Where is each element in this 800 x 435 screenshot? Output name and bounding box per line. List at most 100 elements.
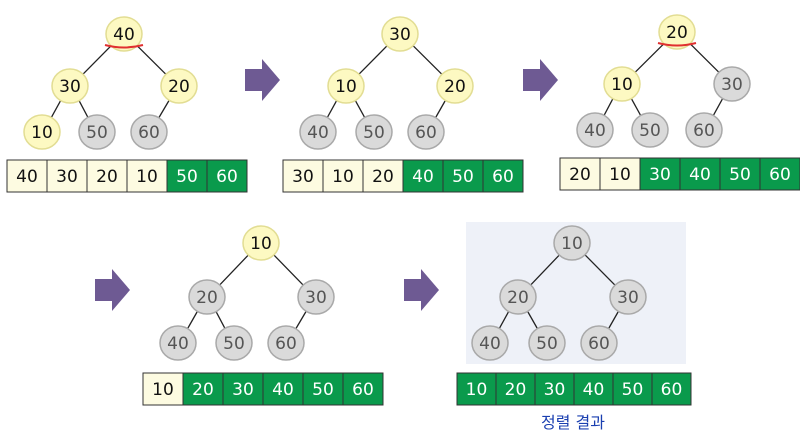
node-circle	[105, 16, 143, 52]
node-circle	[658, 14, 696, 50]
node-label: 20	[666, 23, 688, 43]
node-circle	[130, 114, 168, 150]
array-cell-value: 50	[176, 167, 198, 187]
node-label: 40	[479, 334, 501, 354]
node-circle	[381, 16, 419, 52]
array-cell-value: 10	[466, 380, 488, 400]
node-circle	[299, 114, 337, 150]
array-cell-value: 30	[649, 165, 671, 185]
tree-node: 60	[580, 325, 618, 361]
tree-edge	[354, 100, 366, 118]
array-cell	[362, 159, 404, 193]
array-cell-value: 40	[689, 165, 711, 185]
array-cell	[402, 159, 444, 193]
array-cell-value: 20	[372, 167, 394, 187]
tree-edge	[435, 100, 446, 118]
tree-edge	[712, 98, 724, 116]
node-circle	[685, 112, 723, 148]
tree-node: 20	[188, 279, 226, 315]
node-circle	[327, 68, 365, 104]
array-cell	[719, 157, 761, 191]
tree-node: 20	[657, 14, 697, 50]
array-cell	[612, 372, 653, 406]
array-cell	[559, 157, 601, 191]
array-cell-value: 50	[622, 380, 644, 400]
transition-arrow	[245, 59, 280, 101]
array-cell	[599, 157, 641, 191]
tree-edge	[295, 310, 307, 330]
tree-node: 30	[381, 16, 419, 52]
array-cell	[534, 372, 575, 406]
tree-node: 50	[631, 112, 669, 148]
node-label: 40	[113, 25, 135, 45]
array-cell-value: 60	[661, 380, 683, 400]
tree-node: 10	[23, 114, 61, 150]
tree-edge	[326, 100, 338, 118]
tree-node: 10	[242, 225, 280, 261]
node-label: 50	[223, 334, 245, 354]
transition-arrow	[404, 269, 439, 311]
node-label: 20	[196, 288, 218, 308]
tree-node: 60	[407, 114, 445, 150]
tree-node: 30	[51, 68, 89, 104]
node-circle	[215, 325, 253, 361]
node-label: 50	[363, 123, 385, 143]
node-label: 40	[584, 121, 606, 141]
array-cell-value: 40	[272, 380, 294, 400]
tree-edge	[584, 254, 616, 286]
node-label: 40	[307, 123, 329, 143]
node-label: 50	[639, 121, 661, 141]
tree-edge	[530, 254, 560, 286]
node-circle	[297, 279, 335, 315]
array-cell-value: 50	[312, 380, 334, 400]
tree-edge	[187, 311, 198, 329]
array-cell	[573, 372, 614, 406]
node-label: 10	[31, 123, 53, 143]
node-label: 30	[721, 75, 743, 95]
tree-node: 60	[685, 112, 723, 148]
node-circle	[355, 114, 393, 150]
node-circle	[23, 114, 61, 150]
node-label: 30	[389, 25, 411, 45]
array-cell-value: 60	[352, 380, 374, 400]
array-cell-value: 20	[192, 380, 214, 400]
node-label: 60	[693, 121, 715, 141]
node-circle	[576, 112, 614, 148]
node-label: 60	[275, 334, 297, 354]
node-label: 30	[59, 77, 81, 97]
array-cell-value: 40	[583, 380, 605, 400]
transition-arrow	[95, 269, 130, 311]
tree-edge	[527, 311, 538, 329]
tree-node: 40	[159, 325, 197, 361]
node-circle	[51, 68, 89, 104]
tree-node: 50	[78, 114, 116, 150]
tree-node: 40	[299, 114, 337, 150]
node-label: 60	[415, 123, 437, 143]
array-cell-value: 10	[332, 167, 354, 187]
node-circle	[242, 225, 280, 261]
array-cell	[282, 159, 324, 193]
node-circle	[407, 114, 445, 150]
node-circle	[78, 114, 116, 150]
array-cell-value: 40	[16, 167, 38, 187]
node-circle	[159, 325, 197, 361]
tree-edge	[498, 311, 510, 329]
array-cell	[456, 372, 497, 406]
array-cell-value: 20	[96, 167, 118, 187]
array-cell-value: 50	[729, 165, 751, 185]
array-cell	[442, 159, 484, 193]
swap-mark	[657, 42, 697, 47]
array-cell-value: 30	[232, 380, 254, 400]
node-circle	[471, 325, 509, 361]
node-label: 40	[167, 334, 189, 354]
array-cell-value: 30	[544, 380, 566, 400]
tree-node: 40	[471, 325, 509, 361]
array-cell-value: 60	[492, 167, 514, 187]
